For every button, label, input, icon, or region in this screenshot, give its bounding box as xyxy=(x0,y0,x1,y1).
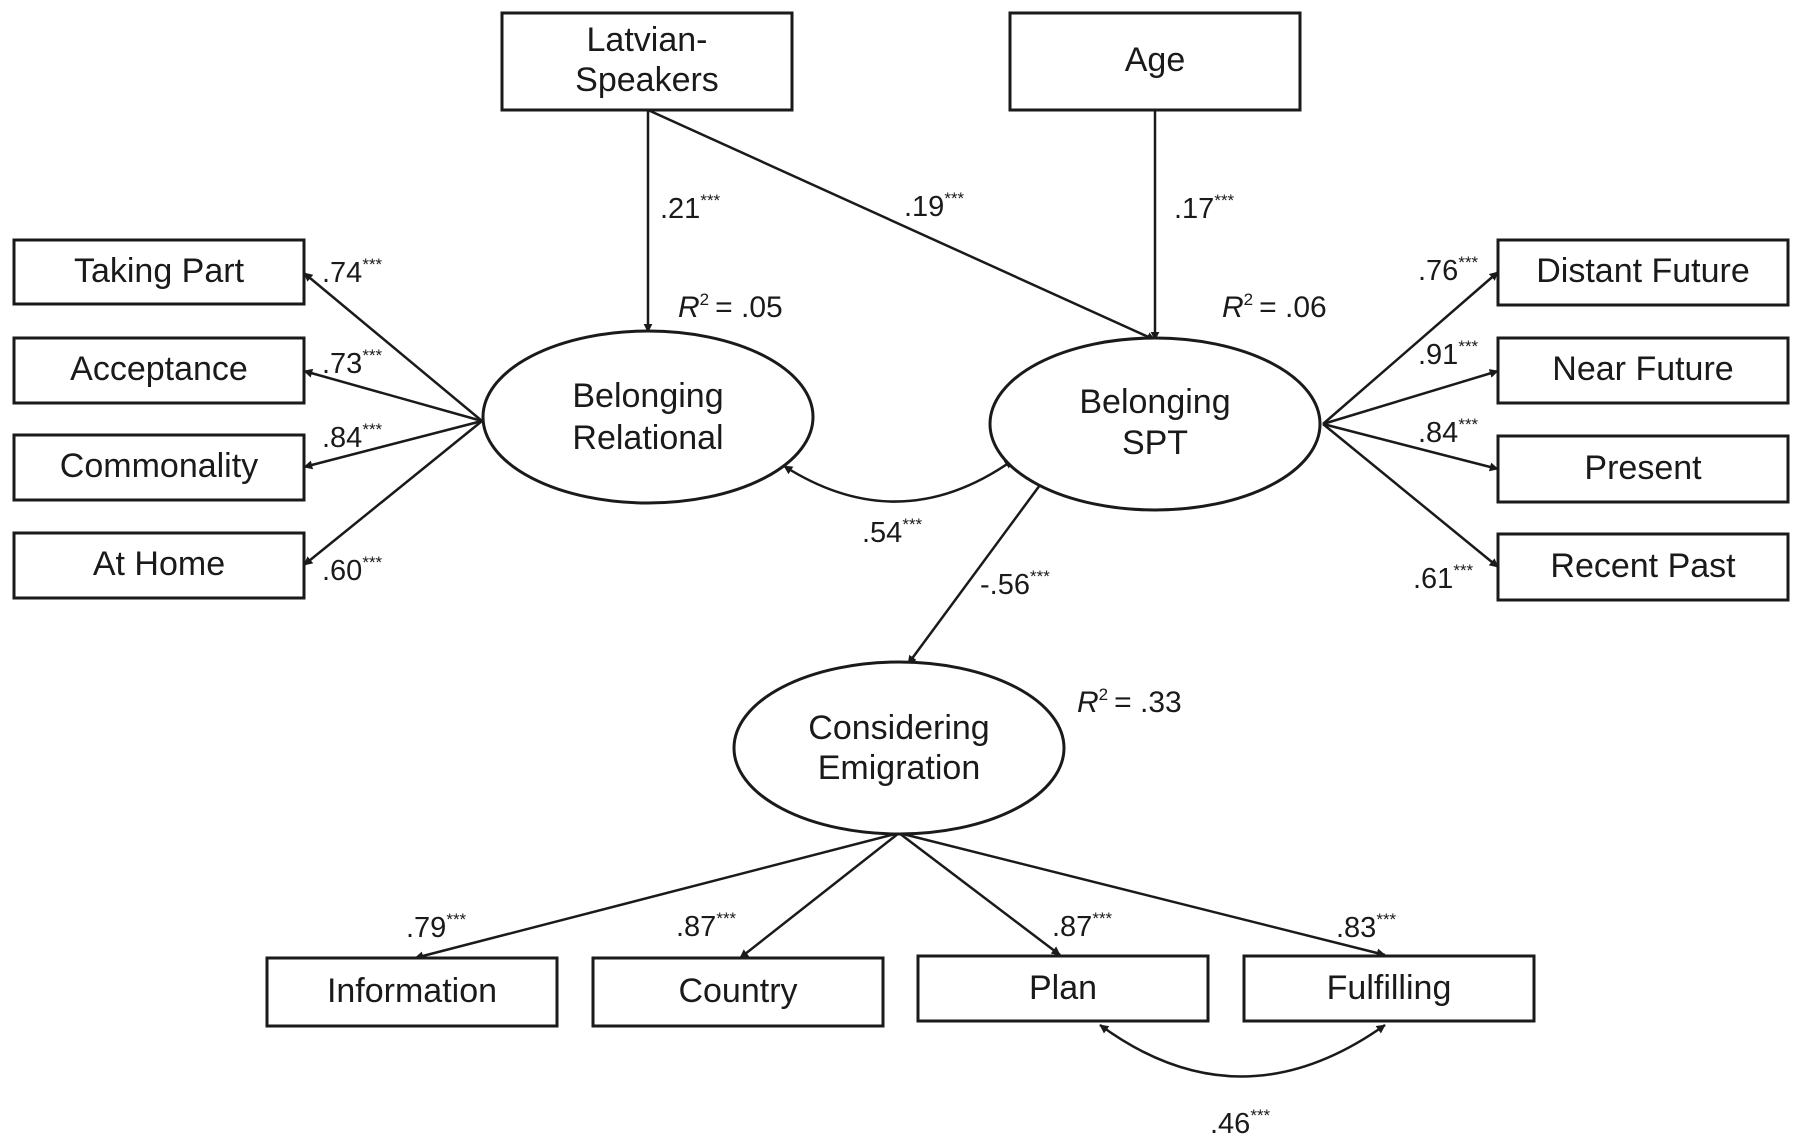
country-label: Country xyxy=(678,972,797,1010)
latvian-speakers-label-2: Speakers xyxy=(575,61,719,99)
coef-spt-emigration: -.56*** xyxy=(980,567,1050,601)
present-label: Present xyxy=(1584,449,1702,487)
at-home-box: At Home xyxy=(12,531,306,600)
belonging-relational-label-2: Relational xyxy=(572,419,723,457)
loading-near-future-value: .91*** xyxy=(1418,337,1479,371)
coef-latvian-relational: .21*** xyxy=(660,191,721,225)
latvian-speakers-label-1: Latvian- xyxy=(587,21,708,59)
cov-plan-fulfilling xyxy=(1099,1023,1386,1078)
loading-taking-part xyxy=(303,272,483,422)
r-squared-spt: R2= .06 xyxy=(1222,290,1327,324)
coef-latvian-spt: .19*** xyxy=(904,189,965,223)
loading-plan xyxy=(898,832,1061,956)
distant-future-box: Distant Future xyxy=(1496,238,1790,307)
edges xyxy=(303,108,1499,1078)
country-box: Country xyxy=(591,956,885,1028)
loading-taking-part-value: .74*** xyxy=(322,255,383,289)
coef-age-spt: .17*** xyxy=(1174,191,1235,225)
taking-part-label: Taking Part xyxy=(74,252,245,290)
loading-plan-value: .87*** xyxy=(1052,909,1113,943)
coef-relational-spt-cov: .54*** xyxy=(862,515,923,549)
loading-at-home-value: .60*** xyxy=(322,553,383,587)
age-label: Age xyxy=(1125,41,1186,79)
acceptance-label: Acceptance xyxy=(70,350,248,388)
loading-commonality xyxy=(303,419,483,470)
loading-acceptance-value: .73*** xyxy=(322,346,383,380)
loading-fulfilling-value: .83*** xyxy=(1336,910,1397,944)
belonging-relational-label-1: Belonging xyxy=(572,377,723,415)
path-latvian-to-spt xyxy=(647,108,1156,342)
age-box: Age xyxy=(1008,11,1302,112)
cov-relational-spt xyxy=(783,458,1014,503)
loading-distant-future xyxy=(1322,271,1499,425)
recent-past-label: Recent Past xyxy=(1550,547,1736,585)
commonality-label: Commonality xyxy=(60,447,258,485)
plan-box: Plan xyxy=(916,954,1210,1023)
loading-distant-future-value: .76*** xyxy=(1418,253,1479,287)
belonging-spt-oval: Belonging SPT xyxy=(988,336,1322,512)
taking-part-box: Taking Part xyxy=(12,238,306,306)
information-label: Information xyxy=(327,972,497,1010)
loading-information xyxy=(414,831,900,961)
latvian-speakers-box: Latvian- Speakers xyxy=(500,11,794,112)
considering-emigration-label-1: Considering xyxy=(808,709,989,747)
loading-recent-past xyxy=(1322,423,1499,568)
fulfilling-label: Fulfilling xyxy=(1327,969,1452,1007)
belonging-spt-label-1: Belonging xyxy=(1079,383,1230,421)
recent-past-box: Recent Past xyxy=(1496,532,1790,602)
loading-near-future xyxy=(1322,369,1499,426)
plan-label: Plan xyxy=(1029,969,1097,1007)
loading-fulfilling xyxy=(898,831,1386,958)
loading-country xyxy=(739,832,900,959)
information-box: Information xyxy=(265,956,559,1028)
commonality-box: Commonality xyxy=(12,433,306,502)
at-home-label: At Home xyxy=(93,545,225,583)
path-spt-to-emigration xyxy=(906,484,1042,665)
belonging-spt-label-2: SPT xyxy=(1122,424,1188,462)
fulfilling-box: Fulfilling xyxy=(1242,954,1536,1023)
near-future-box: Near Future xyxy=(1496,336,1790,405)
r-squared-relational: R2= .05 xyxy=(678,290,783,324)
loading-commonality-value: .84*** xyxy=(322,420,383,454)
loading-at-home xyxy=(303,420,483,566)
loading-recent-past-value: .61*** xyxy=(1413,561,1474,595)
distant-future-label: Distant Future xyxy=(1536,252,1750,290)
considering-emigration-oval: Considering Emigration xyxy=(732,660,1066,836)
considering-emigration-label-2: Emigration xyxy=(818,749,981,787)
loading-information-value: .79*** xyxy=(406,910,467,944)
acceptance-box: Acceptance xyxy=(12,336,306,405)
present-box: Present xyxy=(1496,434,1790,504)
r-squared-emigration: R2= .33 xyxy=(1077,685,1182,719)
loading-present-value: .84*** xyxy=(1418,415,1479,449)
loading-acceptance xyxy=(303,368,483,423)
coef-plan-fulfilling-cov: .46*** xyxy=(1210,1106,1271,1140)
loading-present xyxy=(1322,422,1499,472)
belonging-relational-oval: Belonging Relational xyxy=(481,329,815,505)
near-future-label: Near Future xyxy=(1552,350,1733,388)
loading-country-value: .87*** xyxy=(676,909,737,943)
